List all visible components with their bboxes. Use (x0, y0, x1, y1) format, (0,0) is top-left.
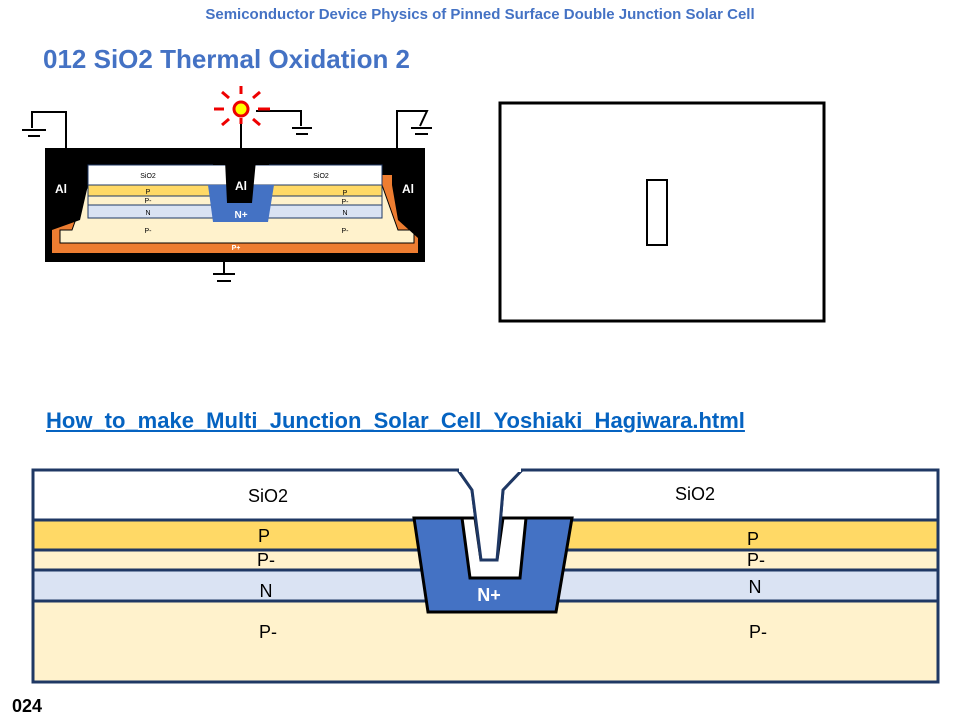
diagram-label: P- (342, 228, 350, 235)
diagram-label: P+ (232, 245, 241, 252)
diagram-label: SiO2 (140, 173, 156, 180)
diagram-label: P- (342, 199, 350, 206)
reference-link[interactable]: How_to_make_Multi_Junction_Solar_Cell_Yo… (46, 408, 745, 433)
diagram-label: N (260, 581, 273, 601)
diagram-label: P (747, 529, 759, 549)
diagram-label: Al (402, 182, 414, 196)
diagram-label: N+ (234, 210, 247, 221)
diagram-label: N+ (477, 585, 501, 605)
diagram-label: P (343, 190, 348, 197)
diagram-label: P- (257, 550, 275, 570)
top-view-diagram (498, 101, 826, 323)
diagram-label: SiO2 (675, 484, 715, 504)
diagram-label: SiO2 (248, 486, 288, 506)
light-source-icon (214, 86, 270, 127)
slide-title: 012 SiO2 Thermal Oxidation 2 (43, 44, 411, 74)
diagram-label: P- (259, 622, 277, 642)
diagram-label: P- (747, 550, 765, 570)
page-number: 024 (12, 696, 43, 716)
diagram-label: P- (749, 622, 767, 642)
large-cross-section-diagram (31, 468, 940, 684)
diagram-label: N (145, 210, 150, 217)
diagram-label: SiO2 (313, 173, 329, 180)
diagram-label: P- (145, 228, 153, 235)
diagram-label: P (146, 189, 151, 196)
diagram-label: N (749, 577, 762, 597)
diagram-label: Al (55, 182, 67, 196)
diagram-label: N (342, 210, 347, 217)
diagram-label: Al (235, 179, 247, 193)
small-cross-section-diagram: SiO2 SiO2 P P P- P- N N P- P- Al Al Al N+ P+ (22, 86, 432, 282)
diagram-label: P (258, 526, 270, 546)
diagram-label: P- (145, 198, 153, 205)
slide-header: Semiconductor Device Physics of Pinned S… (205, 6, 755, 23)
